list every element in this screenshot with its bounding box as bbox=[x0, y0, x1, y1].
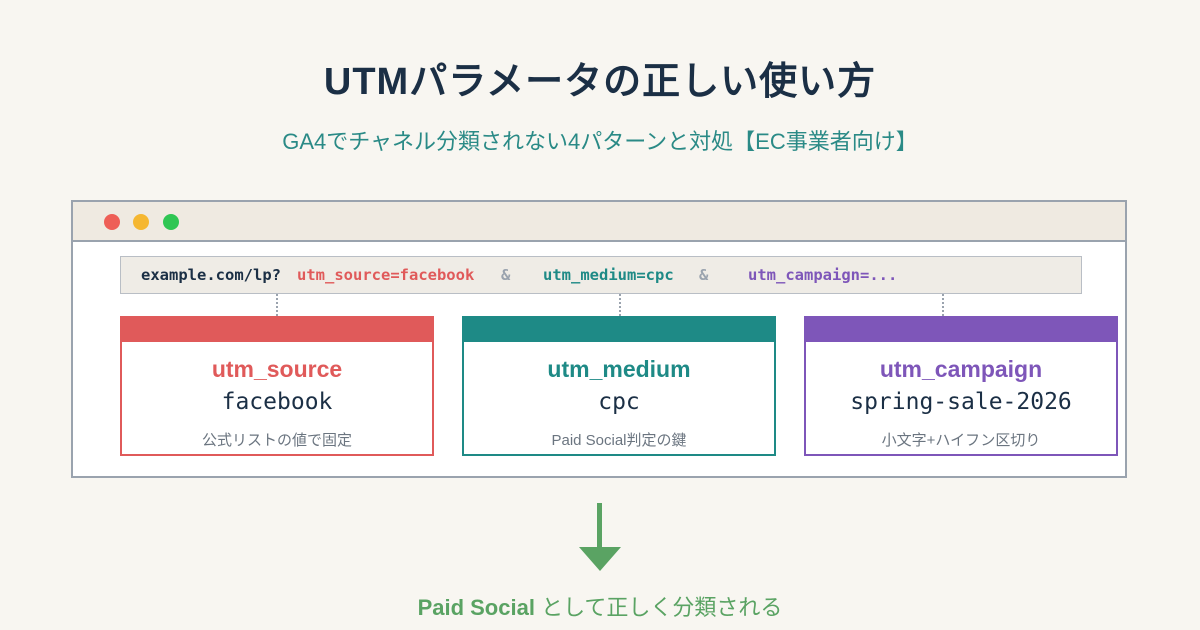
maximize-window-dot[interactable] bbox=[163, 214, 179, 230]
card-header-bar bbox=[122, 318, 432, 342]
connector-line bbox=[619, 294, 621, 316]
url-ampersand: & bbox=[699, 266, 709, 284]
param-card-medium: utm_medium cpc Paid Social判定の鍵 bbox=[462, 316, 776, 456]
url-campaign-param: utm_campaign=... bbox=[748, 266, 898, 284]
url-base: example.com/lp? bbox=[141, 266, 281, 284]
param-card-source: utm_source facebook 公式リストの値で固定 bbox=[120, 316, 434, 456]
url-ampersand: & bbox=[501, 266, 511, 284]
card-key: utm_source bbox=[211, 356, 343, 382]
url-source-param: utm_source=facebook bbox=[297, 266, 475, 284]
close-window-dot[interactable] bbox=[104, 214, 120, 230]
card-value: cpc bbox=[598, 389, 640, 415]
arrow-down-icon bbox=[579, 503, 621, 571]
param-card-campaign: utm_campaign spring-sale-2026 小文字+ハイフン区切… bbox=[804, 316, 1118, 456]
url-medium-param: utm_medium=cpc bbox=[543, 266, 674, 284]
result-text: Paid Social として正しく分類される bbox=[0, 590, 1200, 622]
card-value: facebook bbox=[221, 389, 333, 415]
card-note: 小文字+ハイフン区切り bbox=[881, 432, 1041, 449]
result-emphasis: Paid Social bbox=[417, 595, 535, 620]
card-note: 公式リストの値で固定 bbox=[201, 432, 352, 449]
minimize-window-dot[interactable] bbox=[133, 214, 149, 230]
connector-line bbox=[276, 294, 278, 316]
card-value: spring-sale-2026 bbox=[850, 389, 1072, 415]
card-header-bar bbox=[806, 318, 1116, 342]
browser-window: example.com/lp? utm_source=facebook & ut… bbox=[71, 200, 1127, 478]
card-key: utm_campaign bbox=[879, 356, 1043, 382]
url-bar[interactable]: example.com/lp? utm_source=facebook & ut… bbox=[120, 256, 1082, 294]
page-subtitle: GA4でチャネル分類されない4パターンと対処【EC事業者向け】 bbox=[282, 129, 918, 154]
connector-line bbox=[942, 294, 944, 316]
card-note: Paid Social判定の鍵 bbox=[551, 432, 687, 449]
card-header-bar bbox=[464, 318, 774, 342]
page-title: UTMパラメータの正しい使い方 bbox=[323, 61, 877, 103]
result-rest: として正しく分類される bbox=[534, 595, 783, 620]
window-titlebar bbox=[73, 202, 1125, 242]
card-key: utm_medium bbox=[547, 356, 691, 382]
